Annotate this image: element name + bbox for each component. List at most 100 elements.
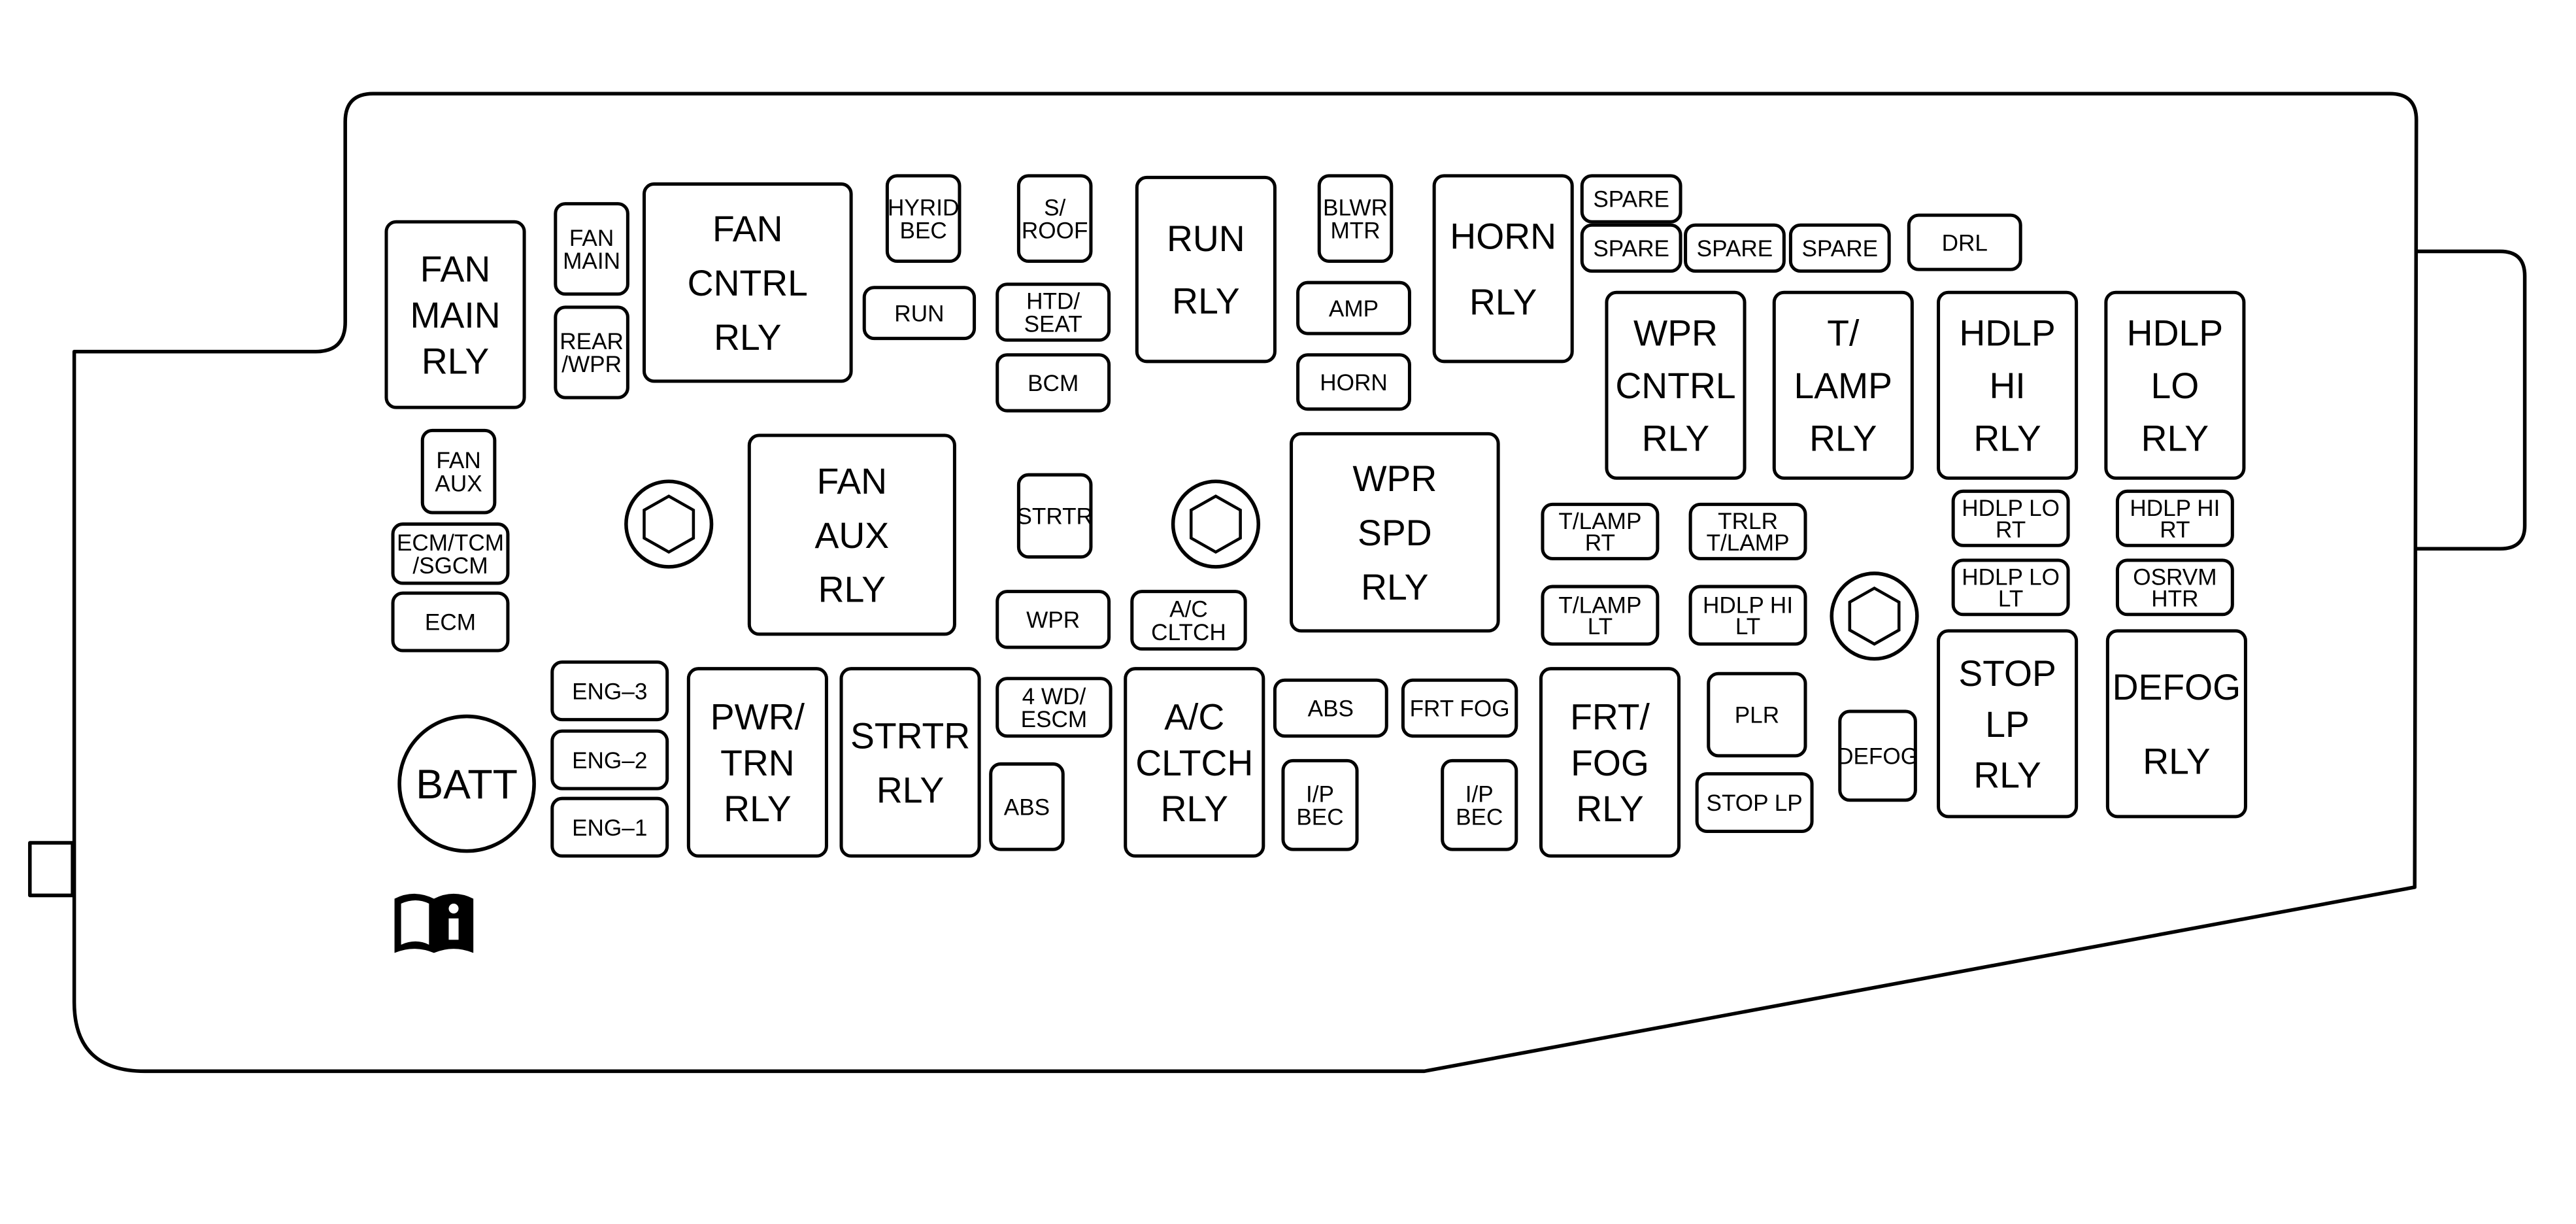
eng-2-label-line: ENG–2 [572,748,647,774]
wpr-spd-rly-label-line: RLY [1361,567,1428,607]
stop-lp-rly-outline [1937,629,2079,819]
t-lamp-rt-label-line: T/LAMP [1558,509,1641,534]
wpr-spd-rly-label-line: SPD [1358,513,1432,553]
hdlp-lo-lt-label-line: HDLP LO [1962,565,2060,590]
strtr-rly-label-line: STRTR [850,715,970,756]
t-lamp-rly-outline [1772,290,1914,480]
fan-main-outline [554,202,629,296]
spare-2-outline [1580,223,1682,273]
fan-main-rly-label-line: MAIN [410,295,500,335]
mounting-bolt-1 [624,479,714,569]
abs-2-label-line: ABS [1308,696,1354,722]
eng-2-fuse: ENG–2 [550,729,669,790]
t-lamp-rt-outline [1541,502,1660,560]
t-lamp-lt-label-line: LT [1588,614,1613,639]
wpr-outline [995,590,1111,649]
s-roof-fuse: S/ROOF [1016,174,1093,264]
htd-seat-label-line: HTD/ [1026,288,1080,314]
rear-wpr-fuse: REAR/WPR [554,305,629,400]
stop-lp-rly-label-line: STOP [1958,653,2056,694]
hdlp-hi-rt-label-line: RT [2160,517,2190,543]
batt-terminal: BATT [397,714,536,853]
s-roof-outline [1016,174,1093,264]
horn-fuse: HORN [1296,353,1411,411]
spare-1-outline [1580,174,1682,224]
fan-main-label-line: FAN [569,226,614,251]
spare-1-fuse: SPARE [1580,174,1682,224]
ecm-fuse: ECM [391,591,510,653]
fan-aux-rly-label-line: RLY [818,570,886,610]
hdlp-lo-rt-outline [1951,489,2070,547]
abs-2-fuse: ABS [1273,678,1388,738]
hyrid-bec-outline [885,174,962,264]
plr-outline [1707,672,1807,758]
frt-fog-rly-label-line: FRT/ [1570,696,1650,737]
pwr-trn-rly-label-line: PWR/ [711,696,805,737]
trlr-t-lamp-label-line: TRLR [1718,509,1778,534]
hdlp-hi-rly-label-line: RLY [1973,418,2041,459]
fan-main-rly-label-line: RLY [422,341,489,381]
defog-rly-label-line: DEFOG [2113,667,2241,707]
hdlp-hi-rt-label-line: HDLP HI [2130,496,2220,521]
wpr-cntrl-rly-label-line: CNTRL [1615,366,1735,406]
blwr-mtr-label-line: MTR [1330,218,1380,243]
hdlp-lo-lt-label-line: LT [1998,586,2023,611]
osrvm-htr-outline [2115,558,2234,617]
info-book-icon [394,893,474,953]
amp-label-line: AMP [1329,296,1379,322]
stop-lp-outline [1695,772,1814,833]
horn-rly-label-line: RLY [1469,282,1537,322]
osrvm-htr-label-line: HTR [2151,586,2198,611]
drl-outline [1907,213,2022,271]
run-label-line: RUN [894,301,944,326]
eng-1-label-line: ENG–1 [572,815,647,841]
amp-outline [1296,280,1411,335]
frt-fog-rly-outline [1539,667,1681,858]
hdlp-lo-lt-outline [1951,558,2070,617]
hyrid-bec-label-line: HYRID [888,195,959,220]
horn-rly-outline [1432,174,1574,364]
run-rly-label-line: RUN [1167,218,1245,259]
4wd-escm-label-line: ESCM [1021,707,1088,732]
fan-cntrl-rly-label-line: RLY [714,317,781,358]
run-rly-outline [1135,175,1277,364]
strtr-outline [1016,473,1093,559]
htd-seat-fuse: HTD/SEAT [995,282,1111,342]
defog-outline [1838,709,1917,802]
wpr-cntrl-rly-label-line: WPR [1633,313,1718,354]
plr-label-line: PLR [1735,703,1779,728]
frt-fog-label-line: FRT FOG [1410,696,1510,722]
pwr-trn-rly-label-line: TRN [720,743,795,783]
hdlp-hi-lt-outline [1688,585,1807,646]
ecm-label-line: ECM [425,610,476,636]
rear-wpr-outline [554,305,629,400]
defog-fuse: DEFOG [1837,709,1918,802]
ac-cltch-rly-label-line: CLTCH [1135,743,1253,783]
eng-1-fuse: ENG–1 [550,796,669,858]
htd-seat-label-line: SEAT [1024,312,1082,337]
eng-3-outline [550,660,669,722]
abs-1-label-line: ABS [1004,794,1050,820]
hdlp-hi-rly-outline [1937,290,2079,480]
spare-4-label-line: SPARE [1801,236,1878,262]
ecm-outline [391,591,510,653]
bcm-fuse: BCM [995,353,1111,413]
spare-3-fuse: SPARE [1684,223,1786,273]
